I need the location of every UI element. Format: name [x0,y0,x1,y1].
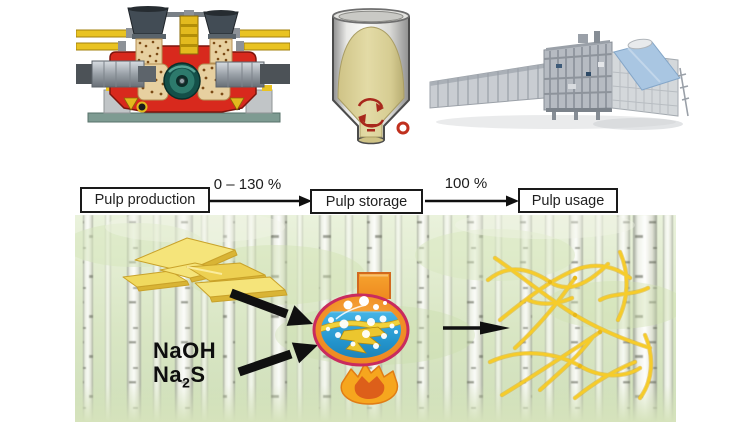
drive-shaft-left [76,60,156,88]
base-plate [87,112,281,123]
vapor-bubbles [343,296,387,310]
arrow-pulp-to-flask [229,288,313,326]
flow-box-label: Pulp production [94,192,196,208]
paper-machine-illustration [429,31,690,130]
flow-box-label: Pulp usage [531,192,605,209]
arrow-chemicals-to-flask [237,342,318,377]
na2s-label: Na2S [153,362,206,391]
fiber-network-illustration [485,249,654,401]
cooking-flask-illustration [312,272,410,405]
flow-box-label: Pulp storage [325,193,408,210]
drive-shaft-right [215,61,290,88]
flame-icon [340,362,399,405]
feed-chute-right [203,10,239,64]
pulp-sheet-stack-illustration [122,237,288,303]
dryer-section [429,63,545,109]
outlet-valve [396,121,410,135]
refiner-disc [163,62,201,100]
pulp-storage-tower-illustration [332,8,410,145]
flow-arrow-label-1: 0 – 130 % [213,176,282,193]
flow-box-pulp-production: Pulp production [80,187,210,213]
flow-arrow-2 [425,195,519,207]
headbox-section [611,38,690,117]
top-motor [179,10,199,55]
arrow-flask-to-fibers [443,321,510,335]
press-section [543,31,613,120]
cooking-process-scene: NaOH Na2S [75,215,676,422]
cooking-liquor [321,311,401,358]
flow-box-pulp-storage: Pulp storage [310,189,423,214]
feed-chute-left [127,6,169,66]
hydraulic-rods [76,28,290,51]
flow-arrow-label-2: 100 % [444,175,488,192]
chemical-labels: NaOH Na2S [153,339,216,394]
flow-box-pulp-usage: Pulp usage [518,188,618,213]
stored-pulp [337,26,405,138]
naoh-label: NaOH [153,338,217,363]
dilution-agitator-arrows [357,98,385,132]
flow-arrow-1 [209,195,312,207]
chip-refiner-illustration [76,6,290,123]
